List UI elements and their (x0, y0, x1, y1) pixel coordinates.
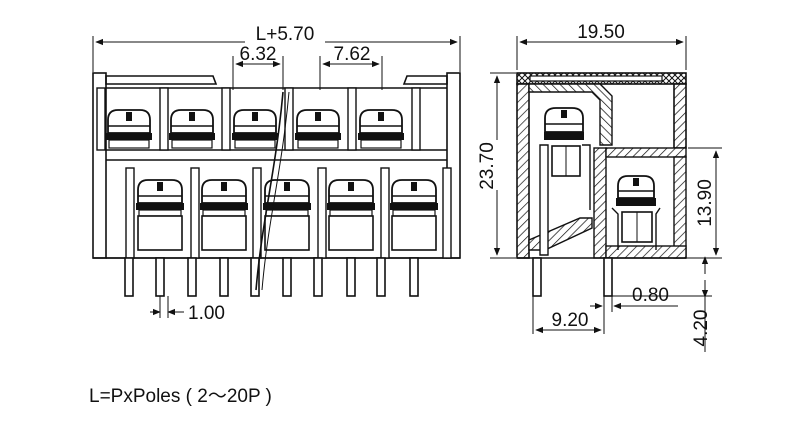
dim-pin-length: 4.20 (612, 256, 712, 352)
lower-terminal-row (136, 179, 438, 251)
dim-pitch-lower-label: 7.62 (334, 44, 371, 65)
dim-height-label: 23.70 (477, 142, 498, 190)
lower-terminal (263, 179, 311, 251)
dim-lower-height: 13.90 (688, 147, 722, 259)
dim-pin-offset: 9.20 (532, 296, 605, 334)
lower-post (442, 167, 452, 259)
upper-post (96, 87, 106, 151)
wire-line-2 (261, 91, 290, 291)
upper-terminal-row (106, 109, 404, 149)
lower-terminal (327, 179, 375, 251)
dim-depth: 19.50 (516, 22, 687, 70)
lower-post (125, 167, 135, 259)
upper-post (159, 87, 169, 151)
upper-post (347, 87, 357, 151)
pins (124, 257, 419, 297)
lower-post (190, 167, 200, 259)
dim-total-width: L+5.70 (92, 24, 461, 72)
lower-post (317, 167, 327, 259)
lower-post (252, 167, 262, 259)
dim-pitch-lower: 7.62 (319, 44, 383, 90)
dim-pitch-upper-label: 6.32 (240, 44, 277, 65)
lower-terminal (200, 179, 248, 251)
pin (409, 257, 419, 297)
lower-post (380, 167, 390, 259)
partition-posts (96, 87, 452, 259)
side-upper-clamp (539, 107, 591, 256)
upper-post (284, 87, 294, 151)
side-lower-clamp (611, 175, 661, 250)
dim-pin-offset-label: 9.20 (552, 310, 589, 331)
upper-terminal (232, 109, 278, 149)
pin (219, 257, 229, 297)
upper-post (411, 87, 421, 151)
side-pins (532, 257, 613, 297)
dim-pin-length-label: 4.20 (691, 310, 712, 347)
dim-height: 23.70 (476, 72, 516, 259)
front-view: L+5.70 6.32 7.62 (92, 24, 461, 324)
dim-pin-width: 1.00 (150, 296, 225, 324)
wire-line (255, 91, 284, 291)
upper-terminal (169, 109, 215, 149)
upper-post (221, 87, 231, 151)
dim-pin-width-label: 1.00 (188, 303, 225, 324)
dim-pitch-upper: 6.32 (232, 44, 284, 90)
upper-terminal (295, 109, 341, 149)
dim-total-width-label: L+5.70 (256, 24, 315, 45)
dim-depth-label: 19.50 (577, 22, 625, 43)
lower-terminal (390, 179, 438, 251)
dim-lower-height-label: 13.90 (695, 179, 716, 227)
pin (282, 257, 292, 297)
pin (124, 257, 134, 297)
pin (155, 257, 165, 297)
lower-terminal (136, 179, 184, 251)
pin (313, 257, 323, 297)
pin (250, 257, 260, 297)
upper-terminal (358, 109, 404, 149)
poles-note: L=PxPoles ( 2～20P ) (89, 386, 272, 407)
side-view: 19.50 23.70 13.90 (476, 22, 722, 352)
upper-terminal (106, 109, 152, 149)
pin (376, 257, 386, 297)
pin (346, 257, 356, 297)
pin (187, 257, 197, 297)
